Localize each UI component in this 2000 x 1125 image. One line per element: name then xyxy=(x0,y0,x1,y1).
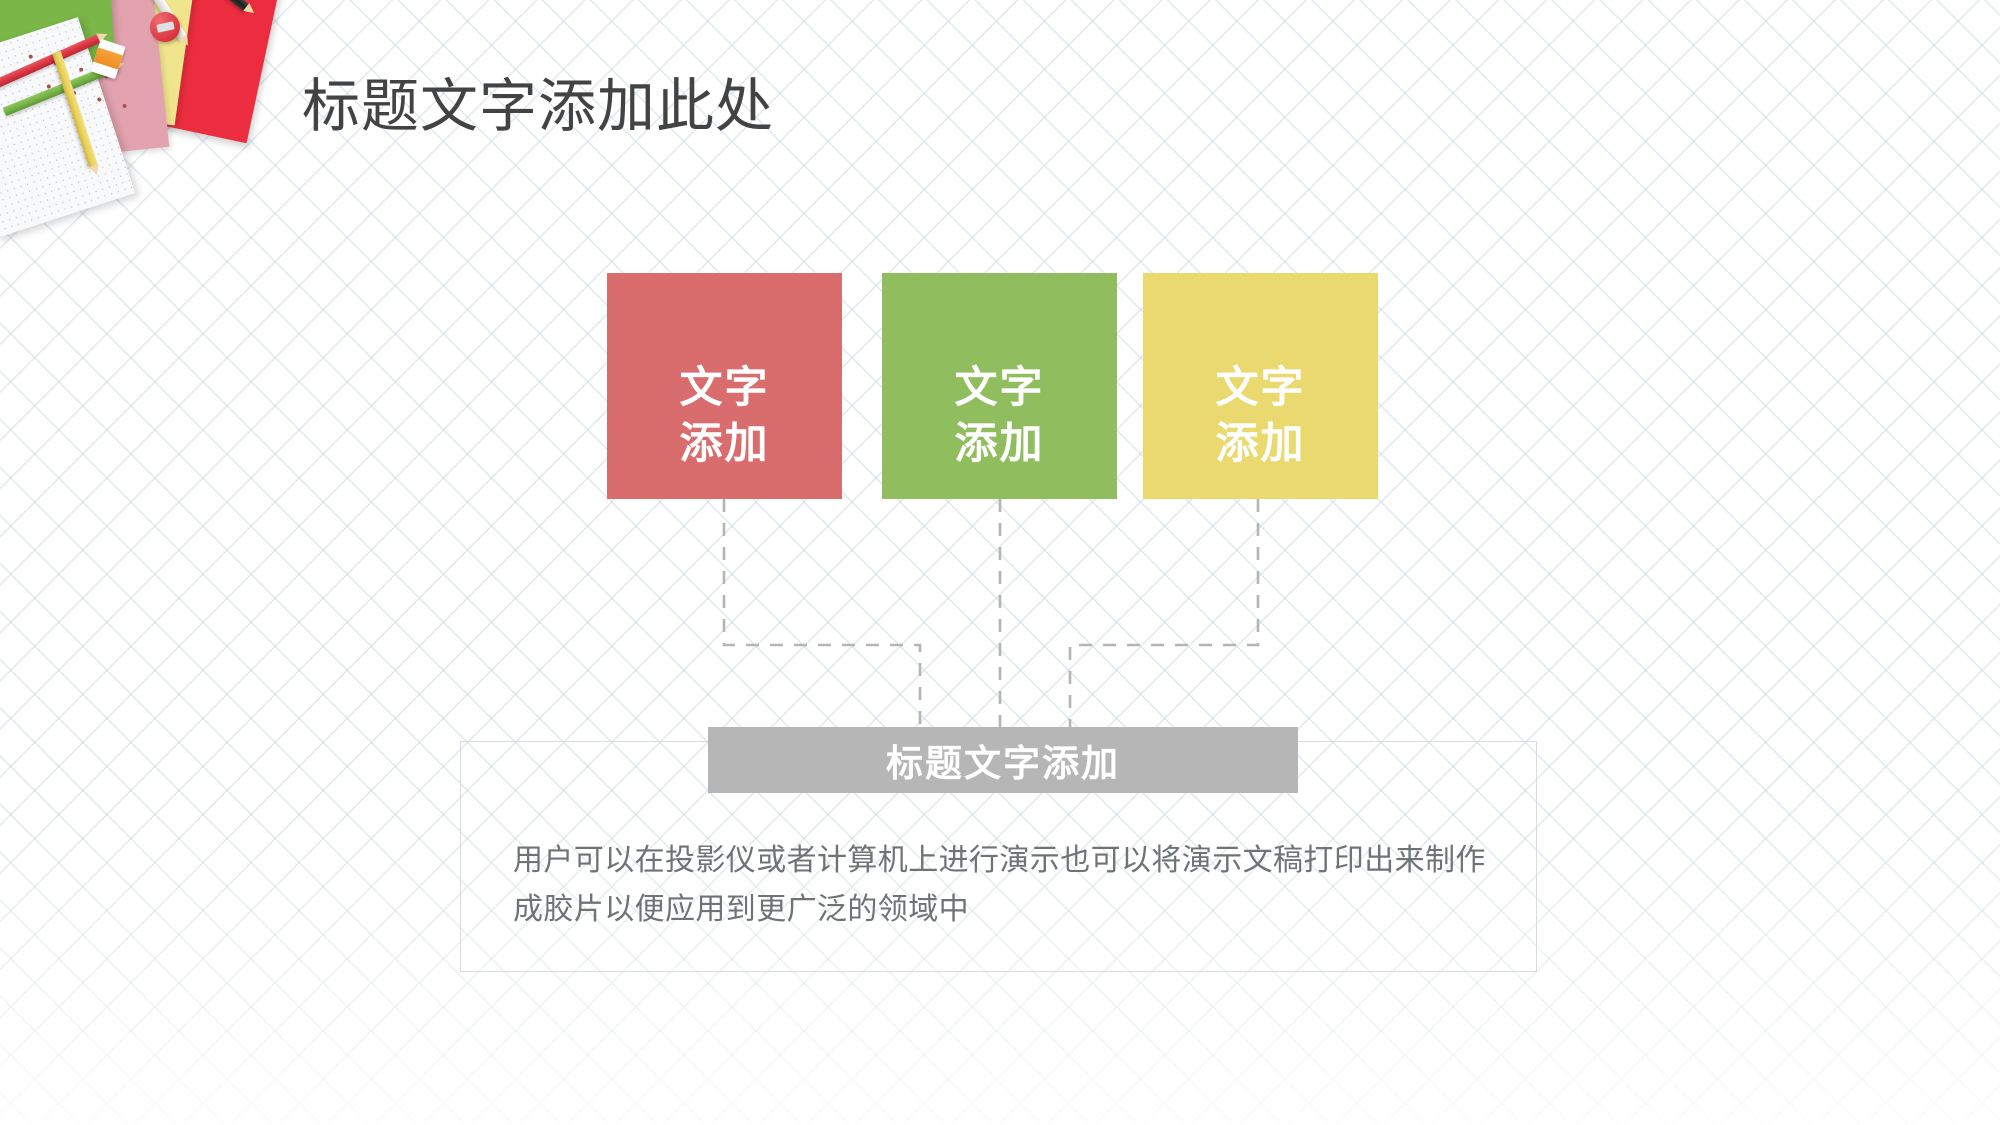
pencil-sharpener-icon xyxy=(150,12,180,42)
card-red[interactable]: 文字 添加 xyxy=(607,273,842,499)
connector-red xyxy=(722,499,920,742)
card-red-line2: 添加 xyxy=(679,420,770,469)
card-yellow-line1: 文字 xyxy=(1215,363,1306,412)
summary-panel-title: 标题文字添加 xyxy=(708,727,1298,793)
card-green-line1: 文字 xyxy=(954,363,1045,412)
card-yellow-line2: 添加 xyxy=(1215,420,1306,469)
summary-panel: 标题文字添加 用户可以在投影仪或者计算机上进行演示也可以将演示文稿打印出来制作成… xyxy=(460,727,1537,972)
card-red-line1: 文字 xyxy=(679,363,770,412)
page-title: 标题文字添加此处 xyxy=(302,74,775,139)
card-green-line2: 添加 xyxy=(954,420,1045,469)
card-green[interactable]: 文字 添加 xyxy=(882,273,1117,499)
connector-yellow xyxy=(1070,499,1260,742)
stationery-decoration xyxy=(0,0,300,300)
card-yellow[interactable]: 文字 添加 xyxy=(1143,273,1378,499)
summary-panel-body: 用户可以在投影仪或者计算机上进行演示也可以将演示文稿打印出来制作成胶片以便应用到… xyxy=(513,844,1486,926)
